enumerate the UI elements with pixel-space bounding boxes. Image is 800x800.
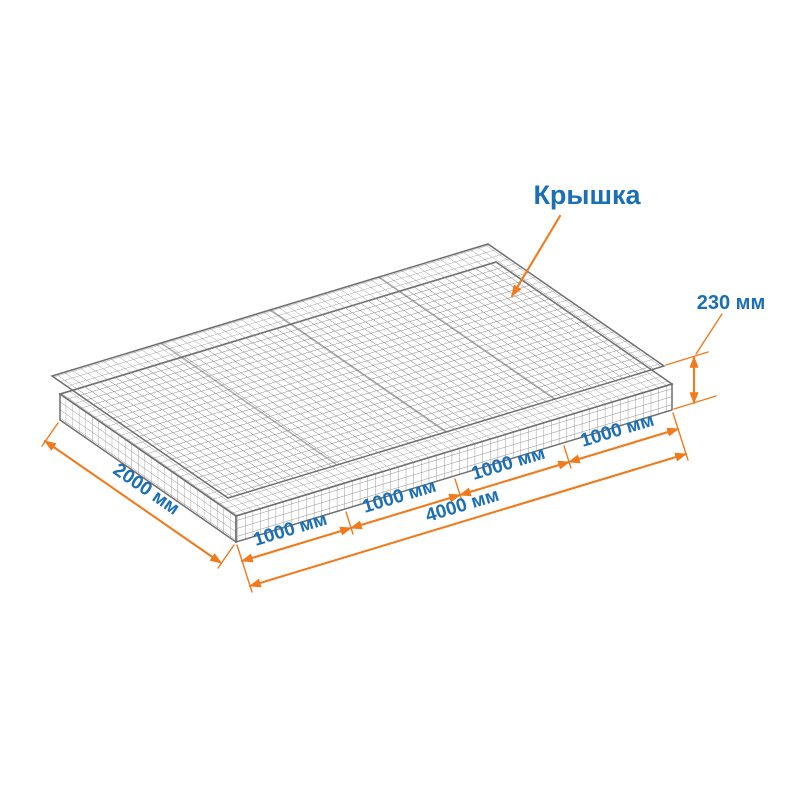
- diaphragm-divider: [378, 276, 556, 400]
- diaphragm-divider: [160, 342, 338, 466]
- dimension-length-total: [248, 452, 688, 588]
- dimension-height: [665, 313, 723, 410]
- lid-callout-arrow: [510, 214, 562, 298]
- witness-line: [217, 544, 235, 569]
- witness-line: [665, 351, 709, 366]
- lid-label: Крышка: [533, 180, 641, 210]
- witness-line: [236, 544, 253, 593]
- lid-callout: [510, 214, 562, 298]
- total-length-dimension-arrow: [248, 452, 688, 588]
- diaphragm-divider: [269, 309, 447, 433]
- witness-line: [345, 511, 354, 535]
- width-dimension-arrow: [43, 439, 223, 565]
- witness-line: [563, 445, 572, 469]
- height-leader-line: [695, 313, 723, 355]
- height-dimension-label: 230 мм: [697, 292, 766, 314]
- dimension-width: [41, 422, 235, 569]
- witness-line: [41, 422, 59, 447]
- witness-line: [672, 412, 689, 461]
